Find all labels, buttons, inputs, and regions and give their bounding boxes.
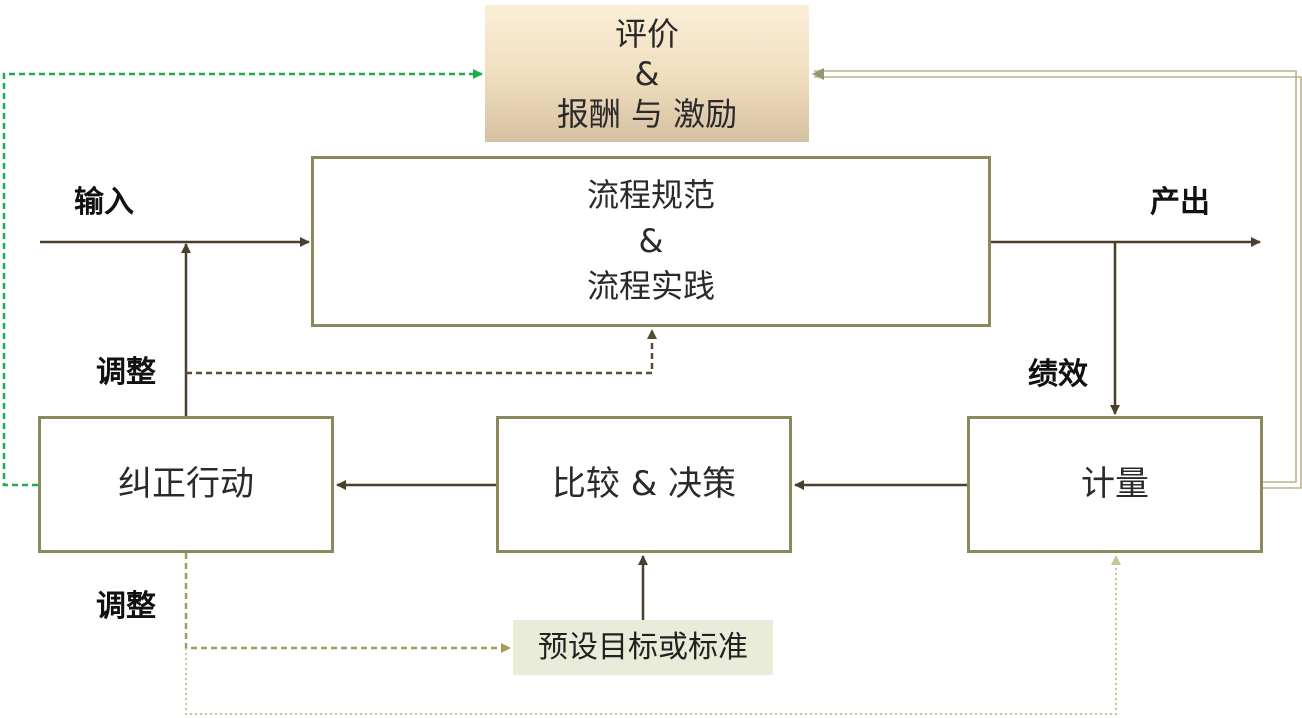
adjust-label-lower: 调整 <box>96 589 156 624</box>
adjust-process-dashed-arrow <box>186 329 657 375</box>
target-standard-label: 预设目标或标准 <box>538 630 748 665</box>
process-line-1: 流程规范 <box>586 176 715 215</box>
process-box: 流程规范 & 流程实践 <box>311 156 991 327</box>
measure-label: 计量 <box>1081 464 1149 505</box>
adjust-label-upper: 调整 <box>96 355 156 390</box>
measure-to-reward-double-line-b <box>814 76 1302 489</box>
target-standard-box: 预设目标或标准 <box>513 620 773 675</box>
corrective-action-label: 纠正行动 <box>118 464 254 505</box>
adjust-measure-dotted-arrow <box>185 555 1121 715</box>
process-line-2: & <box>638 221 664 260</box>
measure-to-reward-double-line-a <box>814 70 1297 483</box>
input-label: 输入 <box>74 185 134 220</box>
measure-box: 计量 <box>967 416 1263 553</box>
evaluation-reward-box: 评价 & 报酬 与 激励 <box>485 5 809 142</box>
performance-label: 绩效 <box>1028 357 1088 392</box>
reward-line-1: 评价 <box>614 14 679 53</box>
reward-line-2: & <box>634 54 660 93</box>
compare-decide-box: 比较 & 决策 <box>496 416 792 553</box>
corrective-action-box: 纠正行动 <box>38 416 334 553</box>
measure-to-reward-arrowhead <box>812 68 824 80</box>
adjust-target-dashed-arrow <box>184 553 511 653</box>
corrective-to-reward-dashed-arrow <box>2 69 483 487</box>
output-label: 产出 <box>1150 185 1210 220</box>
reward-line-3: 报酬 与 激励 <box>556 94 738 133</box>
process-line-3: 流程实践 <box>586 267 715 306</box>
compare-decide-label: 比较 & 决策 <box>551 464 737 505</box>
